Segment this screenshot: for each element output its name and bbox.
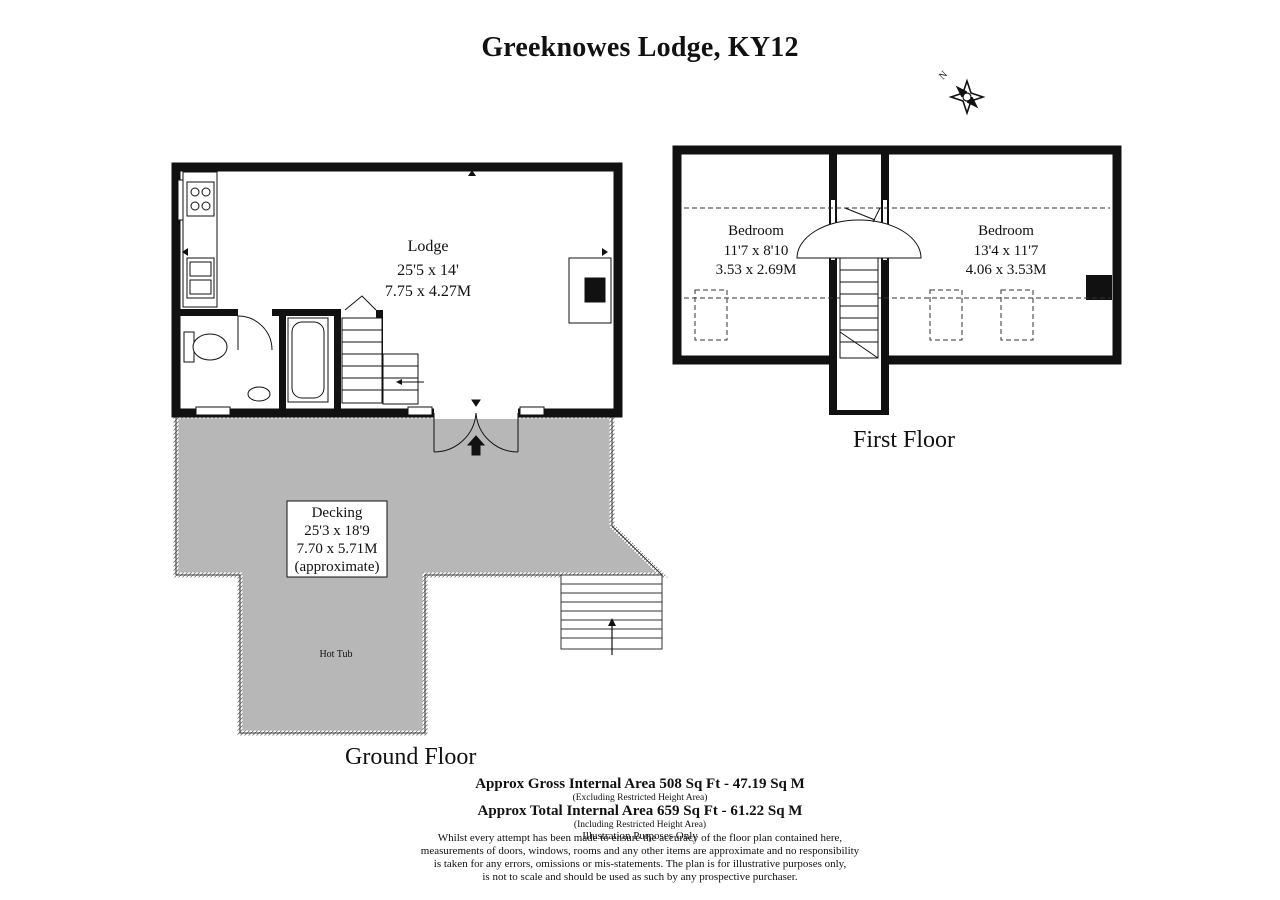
decking-area (173, 413, 669, 736)
area-summary: Approx Gross Internal Area 508 Sq Ft - 4… (0, 776, 1280, 842)
lodge-metric: 7.75 x 4.27M (385, 283, 471, 300)
total-area-note: (Including Restricted Height Area) (573, 820, 707, 830)
ground-stairs (341, 295, 424, 405)
first-floor-restricted-lines (684, 207, 1110, 341)
gross-area-note: (Excluding Restricted Height Area) (572, 793, 708, 803)
decking-name: Decking (312, 505, 363, 521)
bedroom1-name: Bedroom (728, 223, 784, 239)
lodge-imperial: 25'5 x 14' (397, 262, 459, 279)
front-doors (433, 399, 519, 456)
decking-label-box (286, 500, 388, 578)
bedroom2-name: Bedroom (978, 223, 1034, 239)
first-floor-walls (672, 145, 1122, 415)
disclaimer-line: measurements of doors, windows, rooms an… (420, 845, 860, 857)
disclaimer-line: is taken for any errors, omissions or mi… (433, 858, 847, 870)
disclaimer-line: is not to scale and should be used as su… (482, 871, 798, 883)
bedroom1-metric: 3.53 x 2.69M (716, 262, 797, 278)
decking-imperial: 25'3 x 18'9 (304, 523, 369, 539)
disclaimer: Whilst every attempt has been made to en… (0, 832, 1280, 884)
hot-tub-label: Hot Tub (319, 649, 352, 660)
bedroom2-metric: 4.06 x 3.53M (966, 262, 1047, 278)
room-labels: Lodge 25'5 x 14' 7.75 x 4.27M Bedroom 11… (286, 223, 1047, 660)
gross-area: Approx Gross Internal Area 508 Sq Ft - 4… (475, 776, 805, 792)
illustration-note: Illustration Purposes Only (582, 830, 698, 842)
first-floor-label: First Floor (853, 427, 956, 453)
page-title: Greeknowes Lodge, KY12 (481, 32, 799, 63)
decking-note: (approximate) (295, 559, 380, 575)
first-floor-stairs (796, 207, 922, 359)
bedroom2-imperial: 13'4 x 11'7 (974, 243, 1039, 259)
deck-steps (560, 574, 663, 655)
bedroom1-imperial: 11'7 x 8'10 (724, 243, 789, 259)
compass-icon: N (937, 69, 986, 116)
ground-floor-label: Ground Floor (345, 744, 477, 770)
bathroom-fixtures (183, 315, 329, 403)
fireplace (568, 257, 612, 324)
compass-label: N (937, 69, 950, 82)
disclaimer-line: Whilst every attempt has been made to en… (437, 832, 843, 844)
lodge-name: Lodge (408, 238, 449, 255)
total-area: Approx Total Internal Area 659 Sq Ft - 6… (477, 803, 803, 819)
decking-metric: 7.70 x 5.71M (297, 541, 378, 557)
kitchen-units (182, 171, 218, 308)
